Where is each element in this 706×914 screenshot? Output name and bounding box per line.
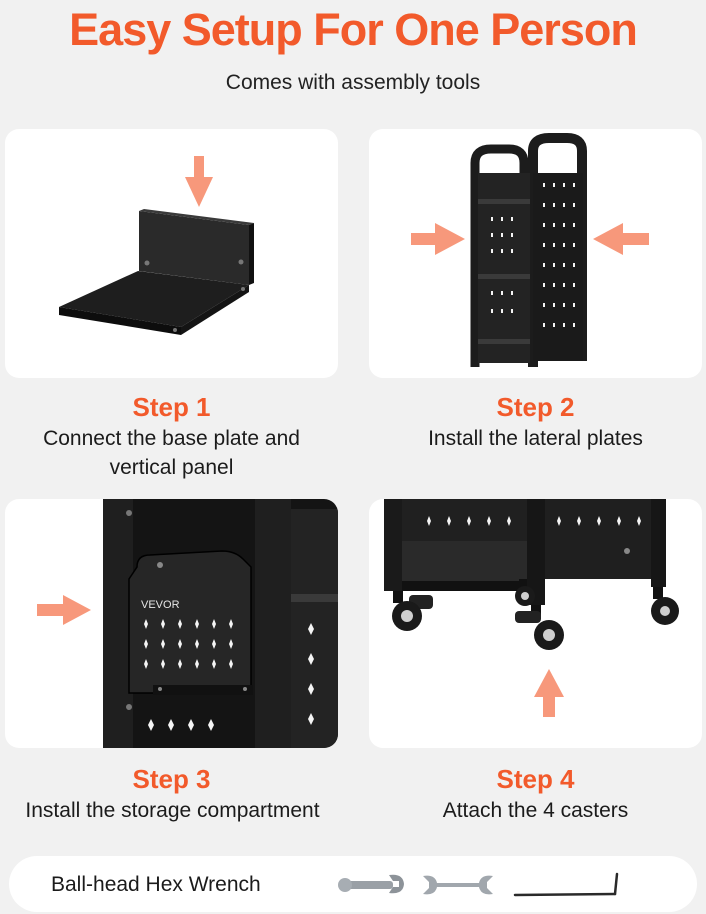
- up-arrow-icon: [534, 669, 564, 717]
- caster-wheel-icon: [651, 587, 679, 625]
- step-1-illustration: [59, 156, 254, 335]
- page-title: Easy Setup For One Person: [69, 4, 638, 55]
- wrench-icon: [423, 875, 493, 895]
- storage-compartment: VEVOR: [128, 550, 253, 695]
- step-1-description-line-1: Connect the base plate and: [43, 427, 300, 450]
- brand-logo: VEVOR: [141, 599, 180, 611]
- step-3-image-card: VEVOR: [5, 499, 338, 748]
- step-2-illustration: [411, 133, 649, 367]
- step-3-illustration: VEVOR: [37, 499, 338, 748]
- caster-wheel-icon: [515, 579, 535, 606]
- step-1-description: Connect the base plate and vertical pane…: [5, 424, 338, 482]
- left-arrow-icon: [593, 223, 649, 255]
- down-arrow-icon: [185, 156, 213, 207]
- step-4-label: Step 4: [496, 764, 575, 794]
- step-3-label: Step 3: [132, 764, 211, 794]
- caster-wheel-icon: [392, 591, 433, 631]
- cart-bottom: [384, 499, 666, 605]
- caster-wheel-icon: [515, 605, 564, 650]
- tools-label: Ball-head Hex Wrench: [51, 873, 261, 896]
- step-1-description-line-2: vertical panel: [109, 456, 234, 479]
- step-4-image-card: [369, 499, 702, 748]
- page-subtitle: Comes with assembly tools: [225, 71, 481, 94]
- step-1-label: Step 1: [132, 392, 211, 422]
- wrench-icon: [338, 874, 404, 894]
- cart-frame: [470, 133, 587, 367]
- tools-bar: Ball-head Hex Wrench: [9, 856, 697, 912]
- step-4-description: Attach the 4 casters: [442, 799, 629, 822]
- right-arrow-icon: [411, 223, 465, 255]
- step-2-label: Step 2: [496, 392, 575, 422]
- right-arrow-icon: [37, 595, 91, 625]
- step-4-illustration: [384, 499, 679, 717]
- vertical-panel: [139, 209, 254, 285]
- hex-key-icon: [513, 872, 619, 897]
- step-3-description: Install the storage compartment: [25, 799, 320, 822]
- step-2-description: Install the lateral plates: [428, 427, 643, 450]
- base-plate: [59, 259, 249, 335]
- step-1-image-card: [5, 129, 338, 378]
- step-2-image-card: [369, 129, 702, 378]
